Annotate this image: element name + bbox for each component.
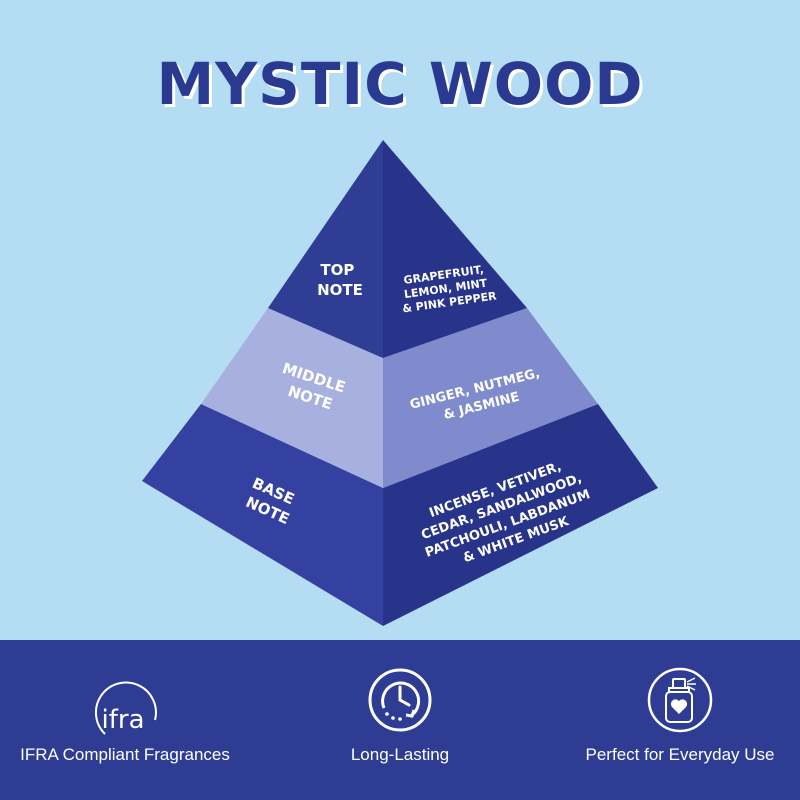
feature-everyday-use-label: Perfect for Everyday Use [585,745,775,764]
top-note-label: TOP NOTE [317,261,363,299]
feature-everyday-use: Perfect for Everyday Use [560,640,800,800]
fragrance-pyramid: TOP NOTE GRAPEFRUIT, LEMON, MINT & PINK … [142,140,658,626]
feature-long-lasting: Long-Lasting [300,640,500,800]
page-title: MYSTIC WOOD [156,50,644,118]
feature-ifra: ifra IFRA Compliant Fragrances [0,640,250,800]
top-note-label-line: NOTE [317,281,363,299]
top-tier-left-face [268,140,383,358]
ifra-logo-text: ifra [102,705,145,735]
base-tier-right-face [383,404,658,626]
features-bar: ifra IFRA Compliant Fragrances Long-Last… [0,640,800,800]
top-note-label-line: TOP [320,261,354,279]
clock-icon [368,668,432,732]
top-tier-right-face [383,140,527,358]
ifra-logo-icon: ifra [94,681,157,735]
perfume-bottle-icon [647,667,713,733]
feature-ifra-label: IFRA Compliant Fragrances [20,745,230,764]
middle-tier-right-face [383,308,598,488]
feature-long-lasting-label: Long-Lasting [350,745,450,764]
base-tier-left-face [142,404,383,626]
middle-tier-left-face [201,308,383,488]
